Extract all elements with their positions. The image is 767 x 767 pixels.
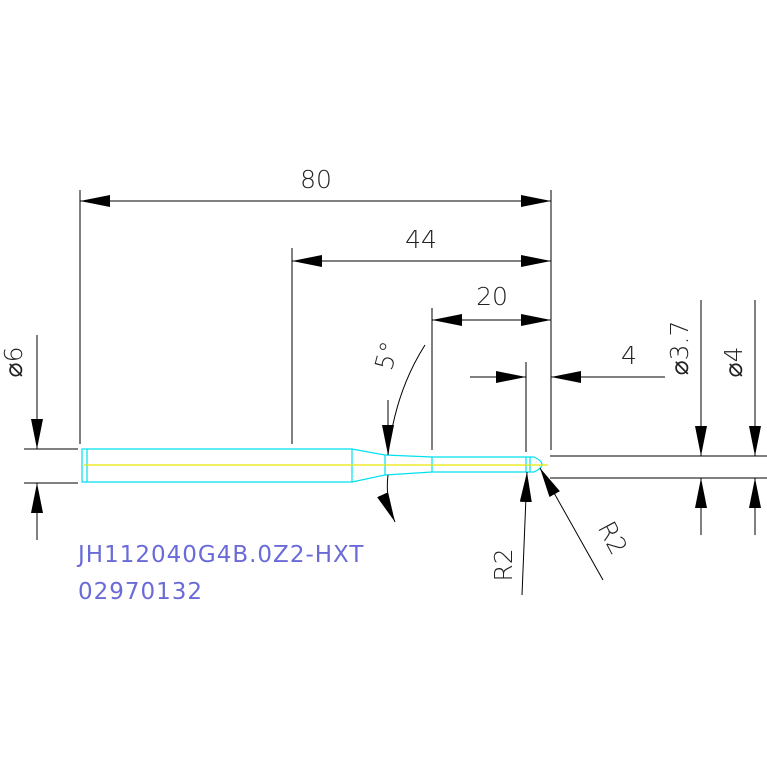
dim-text-44: 44 — [405, 225, 437, 254]
extension-lines — [24, 190, 767, 484]
leader-r2-right — [539, 467, 604, 581]
dim-text-80: 80 — [300, 165, 332, 194]
dim-text-4: 4 — [621, 341, 637, 370]
dim-text-d6: ⌀6 — [0, 347, 28, 378]
dim-text-d3-7: ⌀3.7 — [665, 321, 694, 376]
dimension-lines — [31, 195, 761, 596]
dim-text-r2-left: R2 — [489, 548, 518, 581]
dim-text-r2-right: R2 — [592, 517, 633, 560]
part-number-label: JH112040G4B.0Z2-HXT — [76, 542, 364, 568]
dim-text-angle: 5° — [369, 338, 404, 373]
dim-text-d4: ⌀4 — [719, 347, 748, 378]
dim-text-20: 20 — [476, 282, 508, 311]
serial-number-label: 02970132 — [78, 579, 203, 605]
leader-r2-left — [519, 471, 532, 596]
